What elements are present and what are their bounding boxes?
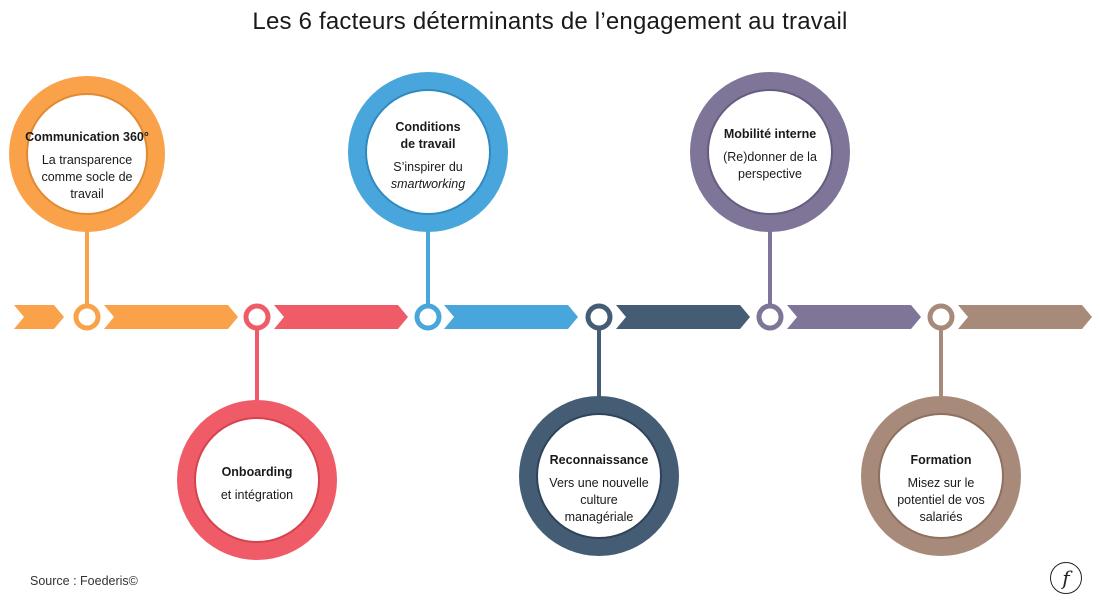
- factor-1-pin: [9, 76, 165, 331]
- arrow-segment-5: [787, 305, 921, 329]
- factor-5-pin: [690, 72, 850, 331]
- factor-3-pin: [348, 72, 508, 331]
- factor-4-pin: [519, 303, 679, 556]
- factor-4-text: Reconnaissance Vers une nouvelle culture…: [537, 452, 661, 526]
- diagram-title: Les 6 facteurs déterminants de l’engagem…: [252, 8, 848, 35]
- factor-6-pin: [861, 303, 1021, 556]
- factor-1-description: La transparence comme socle de travail: [41, 153, 133, 201]
- arrow-segment-4: [616, 305, 750, 329]
- factor-1-heading: Communication 360°: [25, 130, 149, 144]
- arrow-segment-3: [444, 305, 578, 329]
- factor-5-description: (Re)donner de la perspective: [723, 150, 817, 181]
- factor-4-heading: Reconnaissance: [549, 453, 649, 467]
- arrow-start-segment: [14, 305, 64, 329]
- factor-4-description: Vers une nouvelle culture managériale: [549, 476, 649, 524]
- factor-5-heading: Mobilité interne: [723, 127, 817, 141]
- factor-3-description-emphasis: smartworking: [390, 177, 466, 191]
- factor-5-text: Mobilité interne (Re)donner de la perspe…: [708, 126, 832, 183]
- factor-6-heading: Formation: [910, 453, 972, 467]
- factor-1-text: Communication 360° La transparence comme…: [25, 129, 149, 203]
- factor-2-heading: Onboarding: [221, 465, 293, 479]
- source-credit: Source : Foederis©: [30, 574, 138, 588]
- arrow-segment-2: [274, 305, 408, 329]
- factor-2-pin: [177, 303, 337, 560]
- factor-6-text: Formation Misez sur le potentiel de vos …: [879, 452, 1003, 526]
- factor-3-description: S’inspirer du: [393, 160, 463, 174]
- factor-2-description: et intégration: [220, 488, 294, 502]
- arrow-segment-1: [104, 305, 238, 329]
- factor-3-text: Conditions de travail S’inspirer du smar…: [366, 119, 490, 193]
- foederis-logo-icon: f: [1050, 562, 1082, 594]
- factor-3-heading: Conditions de travail: [395, 120, 461, 151]
- factor-6-description: Misez sur le potentiel de vos salariés: [897, 476, 985, 524]
- arrow-segment-6: [958, 305, 1092, 329]
- factor-2-text: Onboarding et intégration: [195, 464, 319, 504]
